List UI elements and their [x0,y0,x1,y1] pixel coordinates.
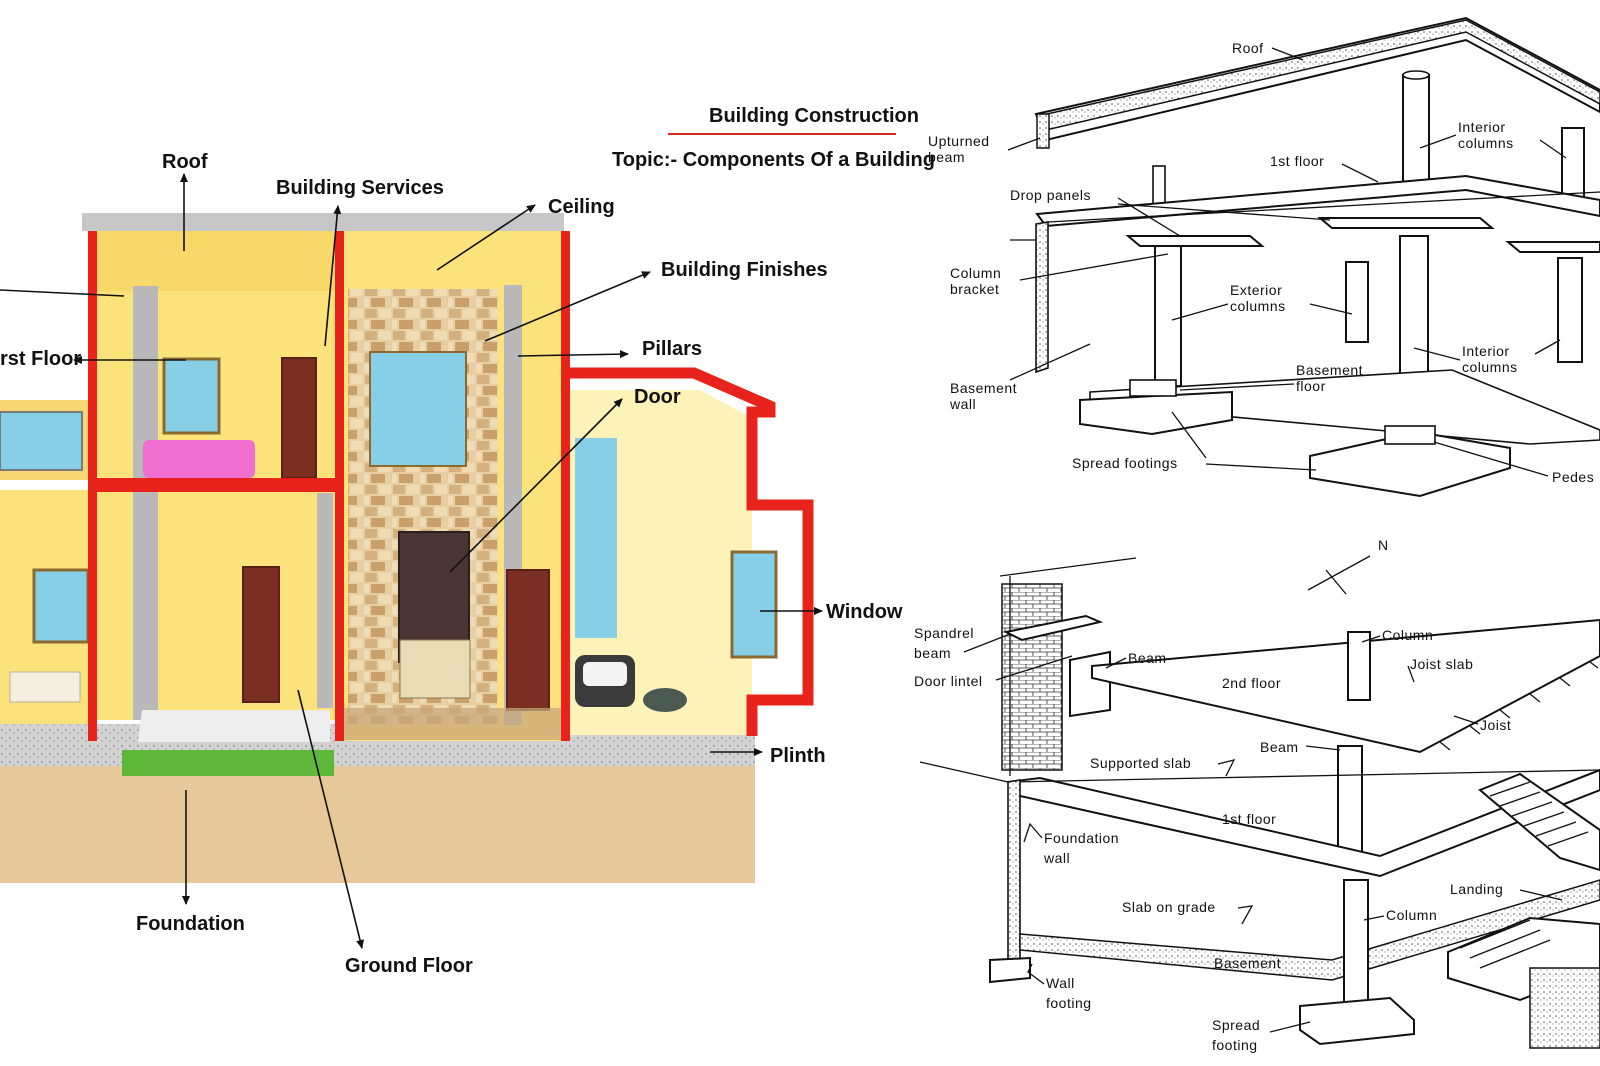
left-window-lower [32,568,90,644]
label-building-services: Building Services [276,177,444,199]
column-lower [1343,879,1369,1005]
br-label-foundation-wall-1: Foundation [1044,830,1119,846]
first-floor-window [162,357,221,435]
br-label-wall-footing-1: Wall [1046,975,1075,991]
tr-label-pedestal: Pedes [1552,469,1594,485]
br-label-basement: Basement [1214,955,1281,971]
right-door [506,569,550,711]
exterior-column [1154,245,1182,387]
tr-label-spread-footings: Spread footings [1072,455,1178,471]
br-label-wall-footing-2: footing [1046,995,1092,1011]
br-label-spandrel-beam-2: beam [914,645,951,661]
tr-label-interior-columns-2: columns [1458,135,1514,151]
brick-wall [1001,583,1063,771]
tr-label-interior-columns-mid-2: columns [1462,359,1518,375]
column-upper [1347,631,1371,701]
br-label-beam-top: Beam [1128,650,1167,666]
first-floor-door [281,357,317,479]
br-label-slab-on-grade: Slab on grade [1122,899,1216,915]
label-pillars: Pillars [642,338,702,360]
label-roof: Roof [162,151,208,173]
tr-label-exterior-columns-2: columns [1230,298,1286,314]
wall-footing [989,956,1031,984]
tr-label-exterior-columns-1: Exterior [1230,282,1282,298]
br-label-beam-mid: Beam [1260,739,1299,755]
br-label-foundation-wall-2: wall [1043,850,1070,866]
br-label-landing: Landing [1450,881,1503,897]
label-ceiling: Ceiling [548,196,615,218]
annex-window [730,550,778,659]
label-foundation: Foundation [136,913,245,935]
stair [1478,772,1600,872]
house-labels: Roof Building Services Ceiling Building … [0,151,903,977]
north-arrow: N [1307,537,1389,595]
tr-label-interior-columns-1: Interior [1458,119,1506,135]
structure-labels-top: Roof Upturned beam 1st floor Interior co… [928,40,1594,485]
spread-footing-bottom [1299,996,1415,1046]
first-floor-slab [96,478,342,492]
br-label-spread-footing-1: Spread [1212,1017,1260,1033]
label-window: Window [826,601,903,623]
tr-label-first-floor: 1st floor [1270,153,1324,169]
upper-column-1 [1402,74,1430,194]
label-plinth: Plinth [770,745,826,767]
br-label-joist-slab: Joist slab [1410,656,1473,672]
tr-label-basement-floor-1: Basement [1296,362,1363,378]
title-block: Building Construction Topic:- Components… [612,105,935,171]
left-window-upper [0,411,83,471]
tr-label-upturned-beam-1: Upturned [928,133,990,149]
left-pillar [133,286,158,720]
label-door: Door [634,386,681,408]
label-building-finishes: Building Finishes [661,259,828,281]
br-label-column-bottom: Column [1386,907,1437,923]
br-label-door-lintel: Door lintel [914,673,983,689]
structure-labels-bottom: Spandrel beam Door lintel Beam Column 2n… [914,625,1563,1053]
structure-drawing-top [1010,16,1600,498]
north-label: N [1378,537,1389,553]
br-label-column-top: Column [1382,627,1433,643]
topic: Topic:- Components Of a Building [612,149,935,171]
tr-label-upturned-beam-2: beam [928,149,965,165]
br-label-supported-slab: Supported slab [1090,755,1191,771]
tr-label-column-bracket-1: Column [950,265,1001,281]
tr-label-basement-wall-1: Basement [950,380,1017,396]
annex-window-tall [575,438,617,638]
tr-label-interior-columns-mid-1: Interior [1462,343,1510,359]
house-illustration [0,213,814,883]
structure-drawing-bottom [919,557,1600,1049]
label-ground-floor: Ground Floor [345,955,473,977]
tr-label-column-bracket-2: bracket [950,281,999,297]
title: Building Construction [709,105,919,127]
tr-label-basement-floor-2: floor [1296,378,1326,394]
spread-footing-1 [1079,390,1233,436]
label-first-floor: rst Floor [0,348,81,370]
tr-label-basement-wall-2: wall [949,396,976,412]
foundation-ground [0,765,755,883]
tr-label-drop-panels: Drop panels [1010,187,1091,203]
br-label-second-floor: 2nd floor [1222,675,1281,691]
roof-slab [82,213,564,231]
br-label-joist: Joist [1480,717,1511,733]
br-label-first-floor: 1st floor [1222,811,1276,827]
ground-floor-door [242,566,280,703]
middle-window [369,351,467,467]
tr-label-roof: Roof [1232,40,1264,56]
br-label-spread-footing-2: footing [1212,1037,1258,1053]
annex-wall-outline [566,367,814,736]
br-label-spandrel-beam-1: Spandrel [914,625,974,641]
grass-patch [122,750,334,776]
